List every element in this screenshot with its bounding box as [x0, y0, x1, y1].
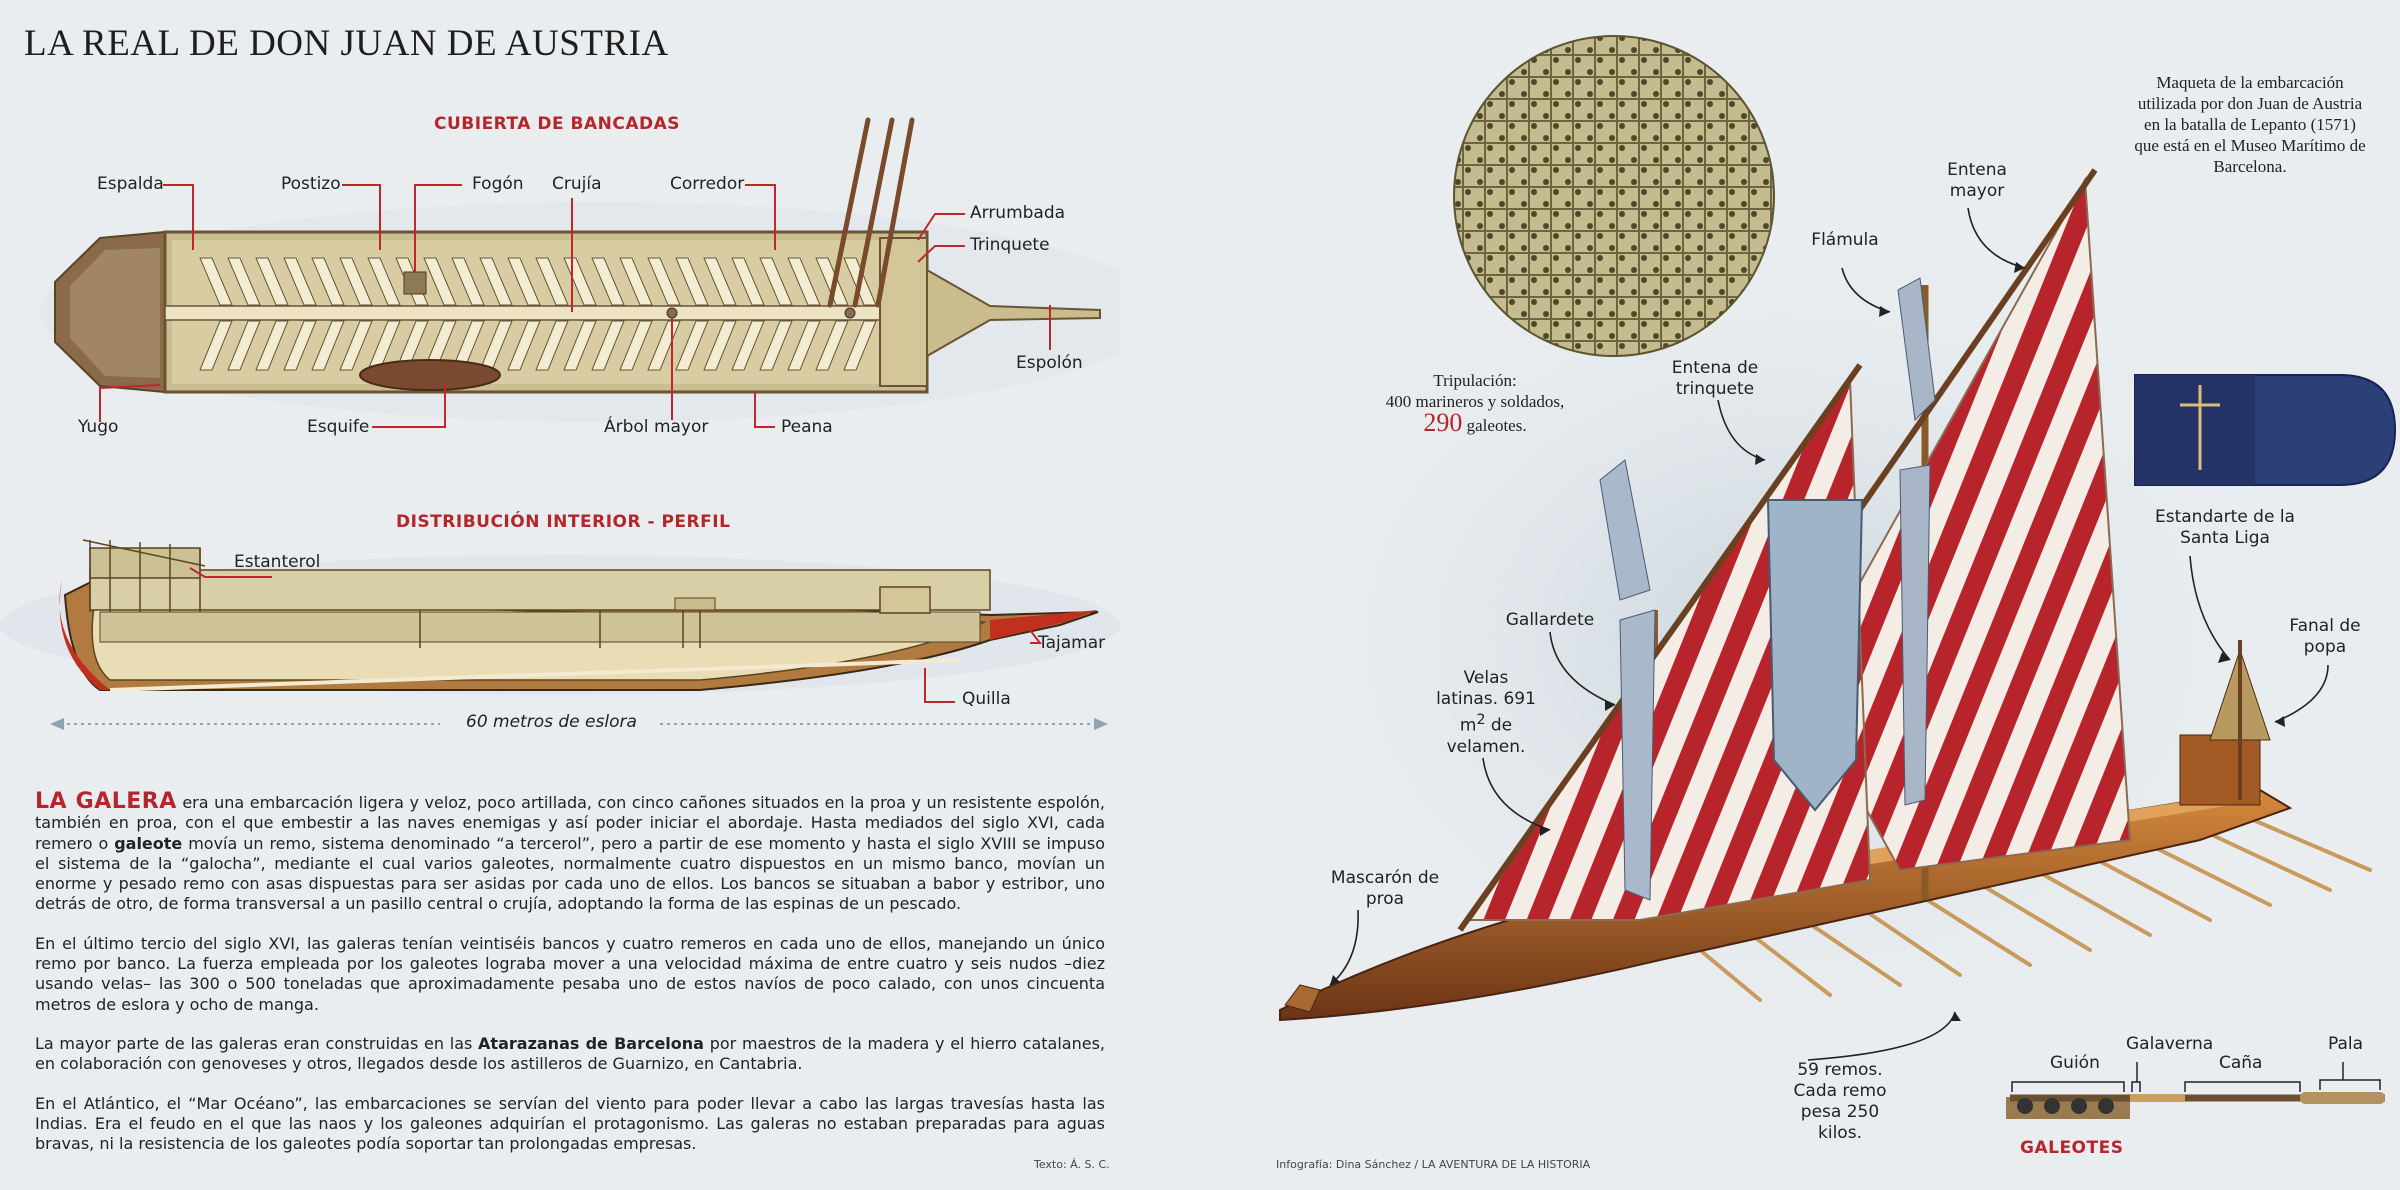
label-mascaron: Mascarón de proa [1330, 868, 1440, 909]
label-entena-mayor: Entena mayor [1947, 160, 2007, 201]
crew-caption: Tripulación: 400 marineros y soldados, 2… [1385, 371, 1565, 437]
text-credit: Texto: Á. S. C. [1034, 1158, 1110, 1171]
paragraph-1: LA GALERA era una embarcación ligera y v… [35, 789, 1105, 914]
page-title: LA REAL DE DON JUAN DE AUSTRIA [24, 23, 669, 64]
label-corredor: Corredor [670, 174, 745, 194]
paragraph-2: En el último tercio del siglo XVI, las g… [35, 933, 1105, 1014]
galeotes-title: GALEOTES [2020, 1138, 2124, 1158]
label-trinquete: Trinquete [970, 235, 1050, 255]
benches-bottom [199, 320, 877, 371]
profile-hull [59, 539, 1099, 692]
label-pala: Pala [2328, 1034, 2364, 1054]
model-note: Maqueta de la embarcación utilizada por … [2134, 73, 2366, 176]
infographic-credit: Infografía: Dina Sánchez / LA AVENTURA D… [1276, 1158, 1591, 1171]
label-gallardete: Gallardete [1505, 610, 1595, 630]
label-cana: Caña [2219, 1053, 2263, 1073]
main-sail [1798, 176, 2132, 872]
lead-word: LA GALERA [35, 789, 177, 814]
label-guion: Guión [2050, 1053, 2100, 1073]
benches-top [199, 257, 877, 306]
label-crujia: Crujía [552, 174, 602, 194]
label-flamula: Flámula [1811, 230, 1879, 250]
label-estanterol: Estanterol [234, 552, 321, 572]
deck-plan-diagram [0, 117, 1120, 730]
label-espalda: Espalda [97, 174, 164, 194]
label-velas: Velas latinas. 691 m2 de velamen. [1436, 668, 1536, 757]
label-espolon: Espolón [1016, 353, 1083, 373]
label-fanal: Fanal de popa [2289, 616, 2361, 657]
label-estandarte: Estandarte de la Santa Liga [2155, 507, 2295, 548]
label-remos: 59 remos. Cada remo pesa 250 kilos. [1793, 1060, 1887, 1143]
label-arbol-mayor: Árbol mayor [604, 417, 709, 437]
label-galaverna: Galaverna [2126, 1034, 2214, 1054]
label-tajamar: Tajamar [1038, 633, 1106, 653]
deck-section-title: CUBIERTA DE BANCADAS [434, 114, 680, 134]
paragraph-3: La mayor parte de las galeras eran const… [35, 1033, 1106, 1074]
paragraph-4: En el Atlántico, el “Mar Océano”, las em… [35, 1093, 1105, 1154]
label-quilla: Quilla [962, 689, 1011, 709]
galeote-oar-diagram [2006, 1062, 2385, 1119]
label-esquife: Esquife [307, 417, 370, 437]
length-arrow [50, 718, 1108, 730]
article-text: LA GALERA era una embarcación ligera y v… [35, 789, 1106, 1173]
label-fogon: Fogón [472, 174, 524, 194]
length-label: 60 metros de eslora [466, 712, 637, 732]
crew-galeotes-number: 290 [1423, 408, 1463, 437]
label-yugo: Yugo [78, 417, 119, 437]
label-arrumbada: Arrumbada [970, 203, 1066, 223]
label-peana: Peana [781, 417, 833, 437]
galley-slaves-engraving [1453, 35, 1775, 357]
label-postizo: Postizo [281, 174, 341, 194]
pennant-banner [1766, 499, 1864, 812]
label-entena-trinquete: Entena de trinquete [1671, 358, 1759, 399]
profile-section-title: DISTRIBUCIÓN INTERIOR - PERFIL [396, 512, 731, 532]
